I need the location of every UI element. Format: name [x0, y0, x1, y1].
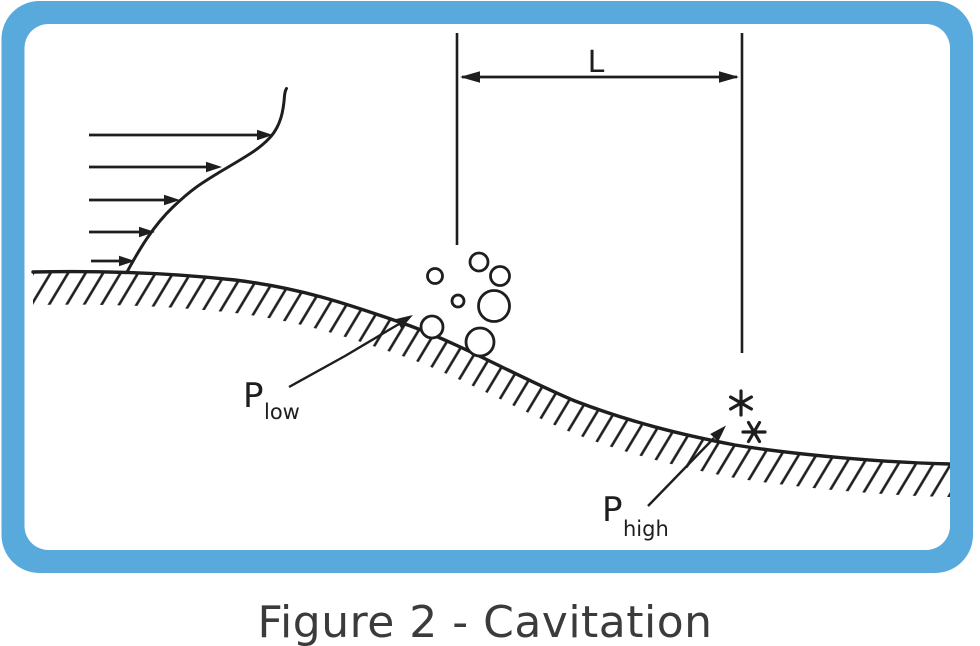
bubble	[468, 251, 490, 273]
flow-arrow	[89, 129, 273, 141]
arrowhead-icon	[395, 315, 413, 329]
bubbles	[419, 251, 511, 358]
p-low-annotation: P low	[243, 315, 413, 424]
flow-arrow	[89, 226, 155, 238]
bubble	[489, 265, 511, 287]
arrowhead-icon	[710, 425, 726, 442]
figure-caption: Figure 2 - Cavitation	[257, 597, 712, 646]
p-high-subscript: high	[623, 517, 669, 541]
boundary-layer-curve	[125, 87, 288, 274]
arrowhead-icon	[119, 255, 135, 267]
arrowhead-icon	[719, 71, 739, 83]
velocity-profile	[89, 87, 288, 274]
flow-arrow	[89, 194, 180, 206]
p-low-subscript: low	[264, 400, 300, 424]
diagram: L P low P high	[31, 33, 950, 541]
p-low-label: P	[243, 376, 264, 416]
flow-arrow	[89, 161, 222, 173]
bubble	[477, 289, 511, 323]
p-high-annotation: P high	[602, 425, 726, 541]
bubble	[419, 314, 445, 340]
flow-arrow	[91, 255, 135, 267]
p-low-arrow	[288, 322, 400, 389]
dimension-label: L	[588, 45, 605, 80]
cavitation-marks	[728, 389, 767, 444]
p-high-arrow	[647, 437, 715, 507]
arrowhead-icon	[139, 226, 155, 238]
asterisk-icon	[741, 420, 767, 444]
arrowhead-icon	[257, 129, 273, 141]
arrowhead-icon	[460, 71, 480, 83]
p-high-label: P	[602, 490, 623, 530]
bubble	[426, 267, 444, 285]
arrowhead-icon	[164, 194, 180, 206]
bubble	[464, 326, 496, 358]
surface	[31, 269, 950, 497]
bubble	[450, 293, 466, 309]
frame	[1, 1, 973, 573]
hatched-region	[33, 271, 950, 497]
arrowhead-icon	[206, 161, 222, 173]
surface-curve	[31, 269, 950, 466]
asterisk-icon	[728, 389, 754, 417]
dimension-L: L	[455, 33, 744, 353]
frame-panel	[24, 24, 950, 550]
